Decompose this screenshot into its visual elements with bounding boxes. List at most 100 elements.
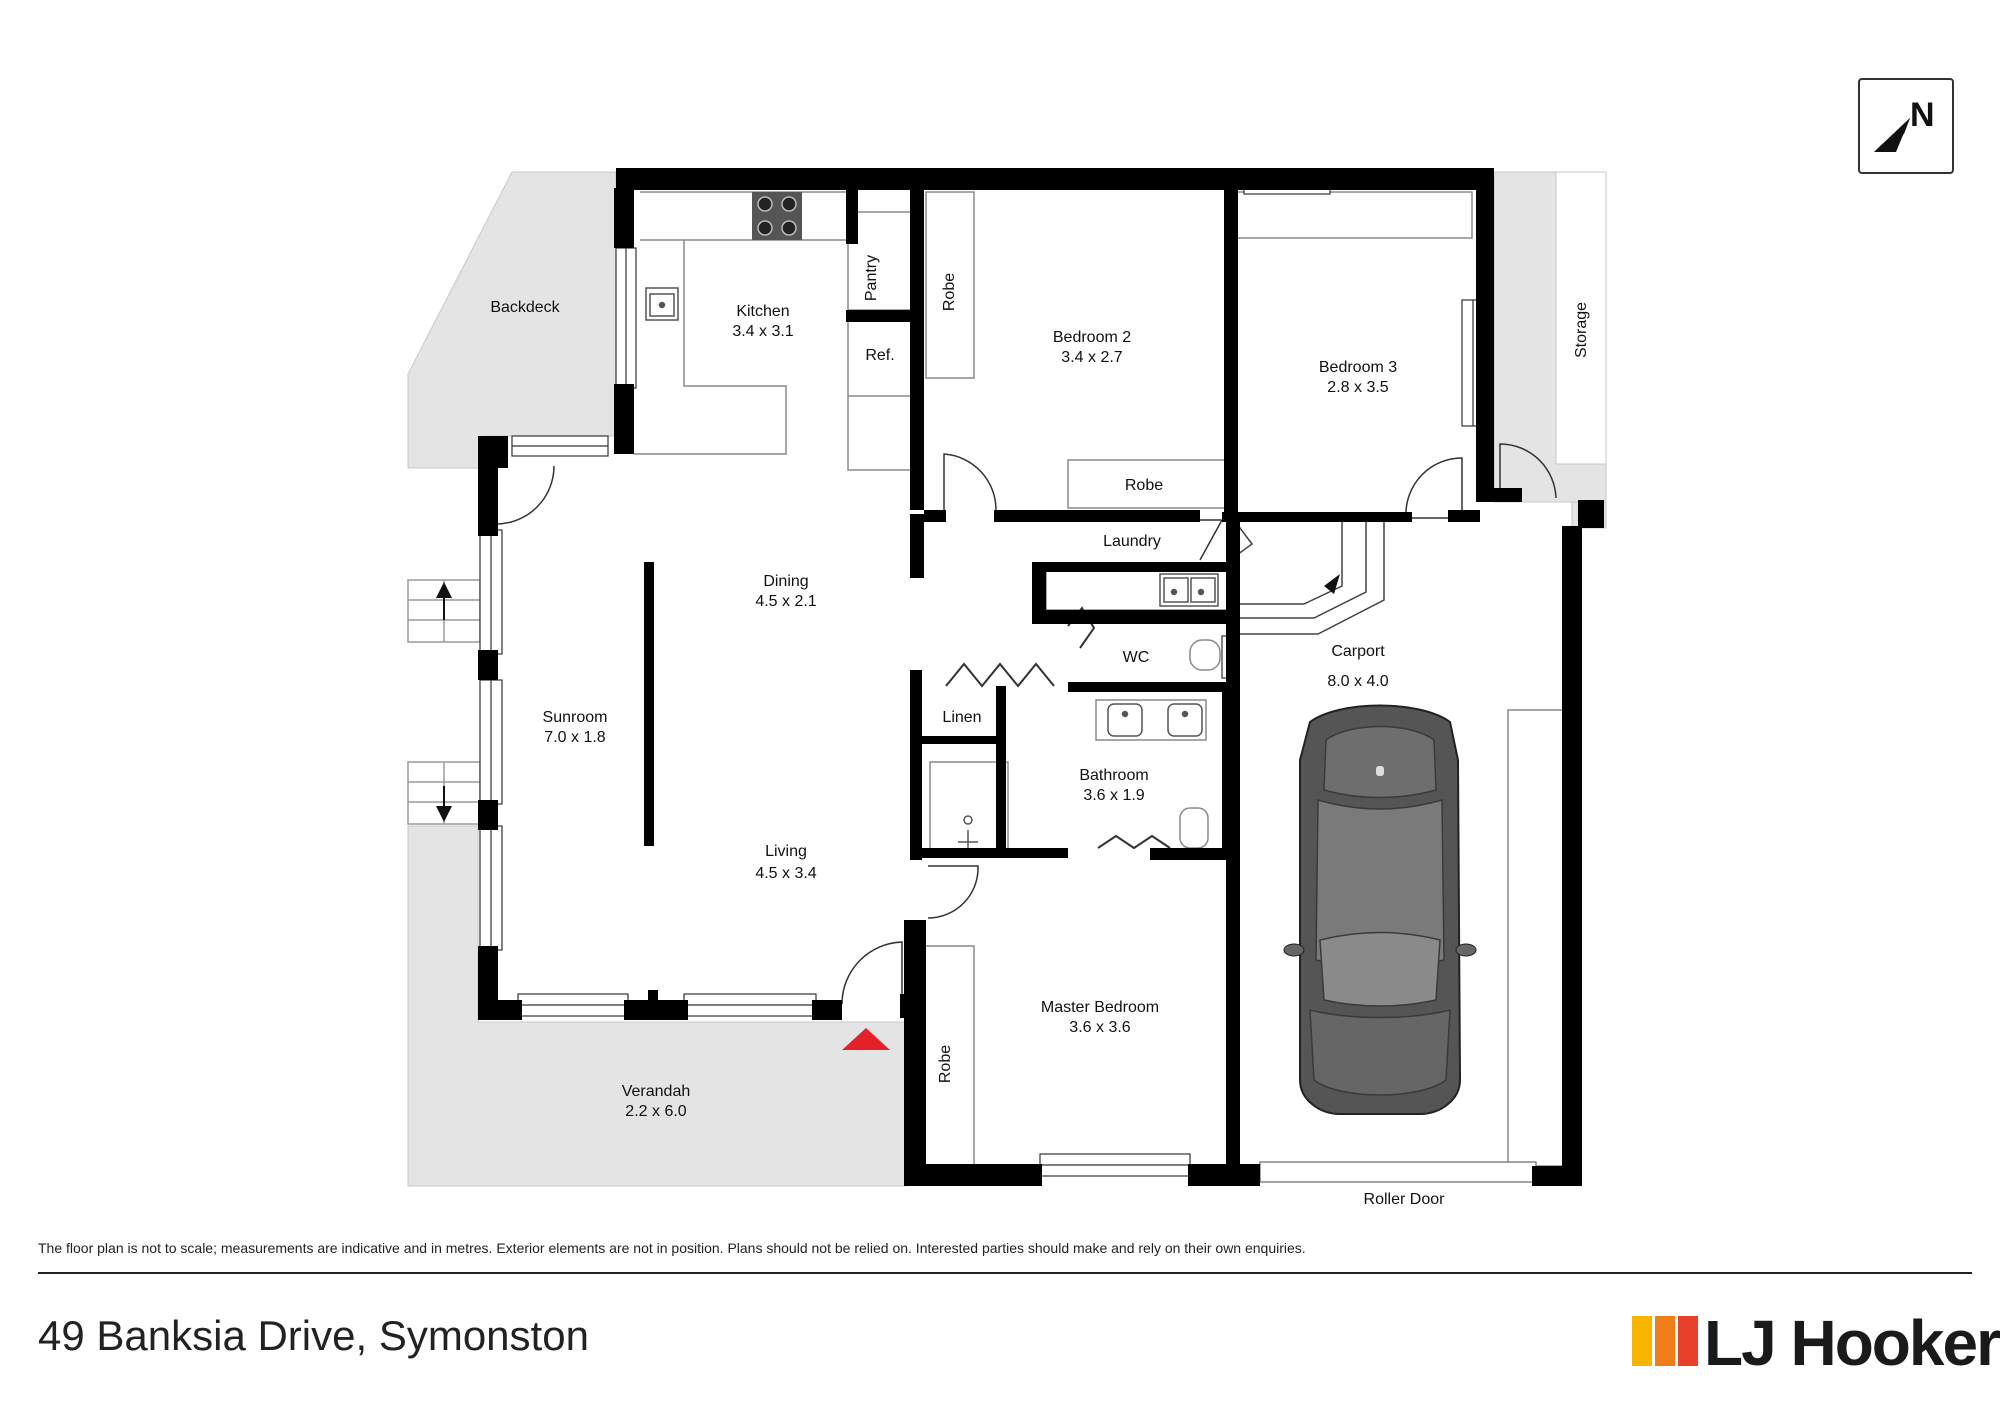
step-arrow-down-icon	[436, 806, 452, 822]
room-label-living: Living 4.5 x 3.4	[755, 842, 816, 884]
room-name: Bedroom 2	[1052, 329, 1132, 346]
door-swing-laundry	[1199, 519, 1224, 561]
room-label-robe-bed2: Robe	[941, 272, 958, 312]
room-label-sunroom: Sunroom 7.0 x 1.8	[543, 708, 608, 748]
room-size: 3.6 x 1.9	[1083, 787, 1145, 804]
walls	[478, 168, 1604, 1186]
door-swing-living	[927, 865, 979, 919]
stove-icon	[752, 192, 802, 240]
storage-shelf	[1555, 171, 1607, 465]
basin-icon	[1107, 703, 1203, 737]
room-size: 2.2 x 6.0	[625, 1103, 687, 1120]
room-name: Living	[765, 843, 807, 860]
brand-bars-icon	[1632, 1316, 1698, 1366]
room-size: 3.4 x 3.1	[732, 323, 794, 340]
room-size: 7.0 x 1.8	[544, 729, 606, 746]
room-name: Kitchen	[736, 303, 790, 320]
room-label-carport: Carport 8.0 x 4.0	[1327, 642, 1388, 692]
wall-bed2-west	[910, 188, 924, 510]
north-compass: N	[1858, 78, 1954, 174]
wall-bed2-east	[1224, 188, 1238, 518]
wall-bath-east	[1222, 690, 1236, 860]
door-swing-front	[841, 941, 903, 1005]
car-icon	[1283, 704, 1477, 1115]
north-arrow-icon	[1874, 118, 1910, 152]
toilet-wc	[1189, 639, 1221, 671]
room-size: 4.5 x 3.4	[755, 865, 817, 882]
disclaimer-text: The floor plan is not to scale; measurem…	[38, 1240, 1306, 1256]
wall-living-divider	[644, 562, 654, 846]
exterior-areas	[407, 171, 1607, 1187]
room-label-linen: Linen	[942, 709, 982, 726]
wall-bath-south	[918, 848, 1068, 858]
wall-linen	[910, 670, 922, 860]
north-label: N	[1910, 96, 1935, 134]
wall-north	[616, 168, 1490, 190]
brand-name: LJ Hooker	[1704, 1307, 2000, 1379]
laundry-sink-icon	[1159, 573, 1219, 607]
property-address: 49 Banksia Drive, Symonston	[38, 1312, 589, 1359]
backdeck-area	[407, 171, 617, 469]
sink-icon	[645, 287, 679, 321]
robe-bed2	[925, 191, 975, 379]
carport-stair-arrow-icon	[1324, 574, 1340, 594]
roller-door-opening	[1259, 1161, 1537, 1183]
room-name: Master Bedroom	[1040, 999, 1160, 1016]
brand-logo: LJ Hooker	[1632, 1306, 2000, 1386]
room-name: Carport	[1331, 643, 1385, 660]
door-swing-sunroom	[495, 465, 555, 525]
wall-master-south	[904, 1164, 1042, 1186]
entry-marker-icon	[842, 1028, 890, 1050]
kitchen-bench	[640, 191, 855, 241]
room-label-robe-bed2-bottom: Robe	[1124, 477, 1164, 494]
robe-bed2-bottom	[1067, 459, 1227, 509]
room-label-dining: Dining 4.5 x 2.1	[755, 572, 816, 612]
carport-stair	[1229, 519, 1385, 635]
room-label-master-bedroom: Master Bedroom 3.6 x 3.6	[1041, 998, 1159, 1038]
wall-master-west	[904, 920, 926, 1186]
bifold-bath	[1097, 834, 1171, 850]
door-swing-bed2	[943, 453, 997, 518]
room-label-robe-master: Robe	[937, 1044, 954, 1084]
room-label-laundry: Laundry	[1103, 533, 1161, 550]
brand-bar	[1632, 1316, 1652, 1366]
wall-kitchen-pantry	[846, 188, 858, 244]
room-label-ref: Ref.	[865, 347, 895, 364]
wall-south	[478, 1000, 522, 1020]
room-label-storage: Storage	[1573, 301, 1590, 359]
kitchen-counter	[634, 240, 787, 455]
room-size: 3.4 x 2.7	[1061, 349, 1123, 366]
room-name: Verandah	[621, 1083, 691, 1100]
bed3-top-shelf	[1233, 191, 1473, 239]
room-label-backdeck: Backdeck	[490, 299, 560, 316]
step-arrow-up-icon	[436, 582, 452, 598]
room-label-bathroom: Bathroom 3.6 x 1.9	[1079, 766, 1148, 806]
room-size: 2.8 x 3.5	[1327, 379, 1389, 396]
room-label-pantry: Pantry	[863, 254, 880, 302]
robe-master	[923, 945, 975, 1167]
room-label-verandah: Verandah 2.2 x 6.0	[622, 1082, 691, 1122]
room-size: 3.6 x 3.6	[1069, 1019, 1131, 1036]
room-label-kitchen: Kitchen 3.4 x 3.1	[732, 302, 793, 342]
ref-cabinet	[847, 317, 915, 471]
room-name: Sunroom	[542, 709, 608, 726]
door-swing-bed3	[1405, 457, 1463, 519]
wall-kitchen-west	[614, 188, 634, 248]
label-roller-door: Roller Door	[1363, 1191, 1445, 1208]
door-swing-carport	[1499, 443, 1557, 502]
door-swings	[495, 443, 1557, 1005]
bifold-linen	[945, 662, 1055, 688]
wall-bath-north	[1068, 682, 1230, 692]
room-label-bedroom3: Bedroom 3 2.8 x 3.5	[1319, 358, 1397, 398]
brand-bar	[1655, 1316, 1675, 1366]
room-name: Bathroom	[1079, 767, 1149, 784]
toilet-bath	[1179, 807, 1209, 849]
room-label-wc: WC	[1122, 649, 1150, 666]
brand-bar	[1678, 1316, 1698, 1366]
room-name: Bedroom 3	[1318, 359, 1398, 376]
room-size: 4.5 x 2.1	[755, 593, 817, 610]
footer-divider	[38, 1272, 1972, 1274]
wall-hall-north	[924, 510, 946, 522]
room-name: Dining	[763, 573, 809, 590]
